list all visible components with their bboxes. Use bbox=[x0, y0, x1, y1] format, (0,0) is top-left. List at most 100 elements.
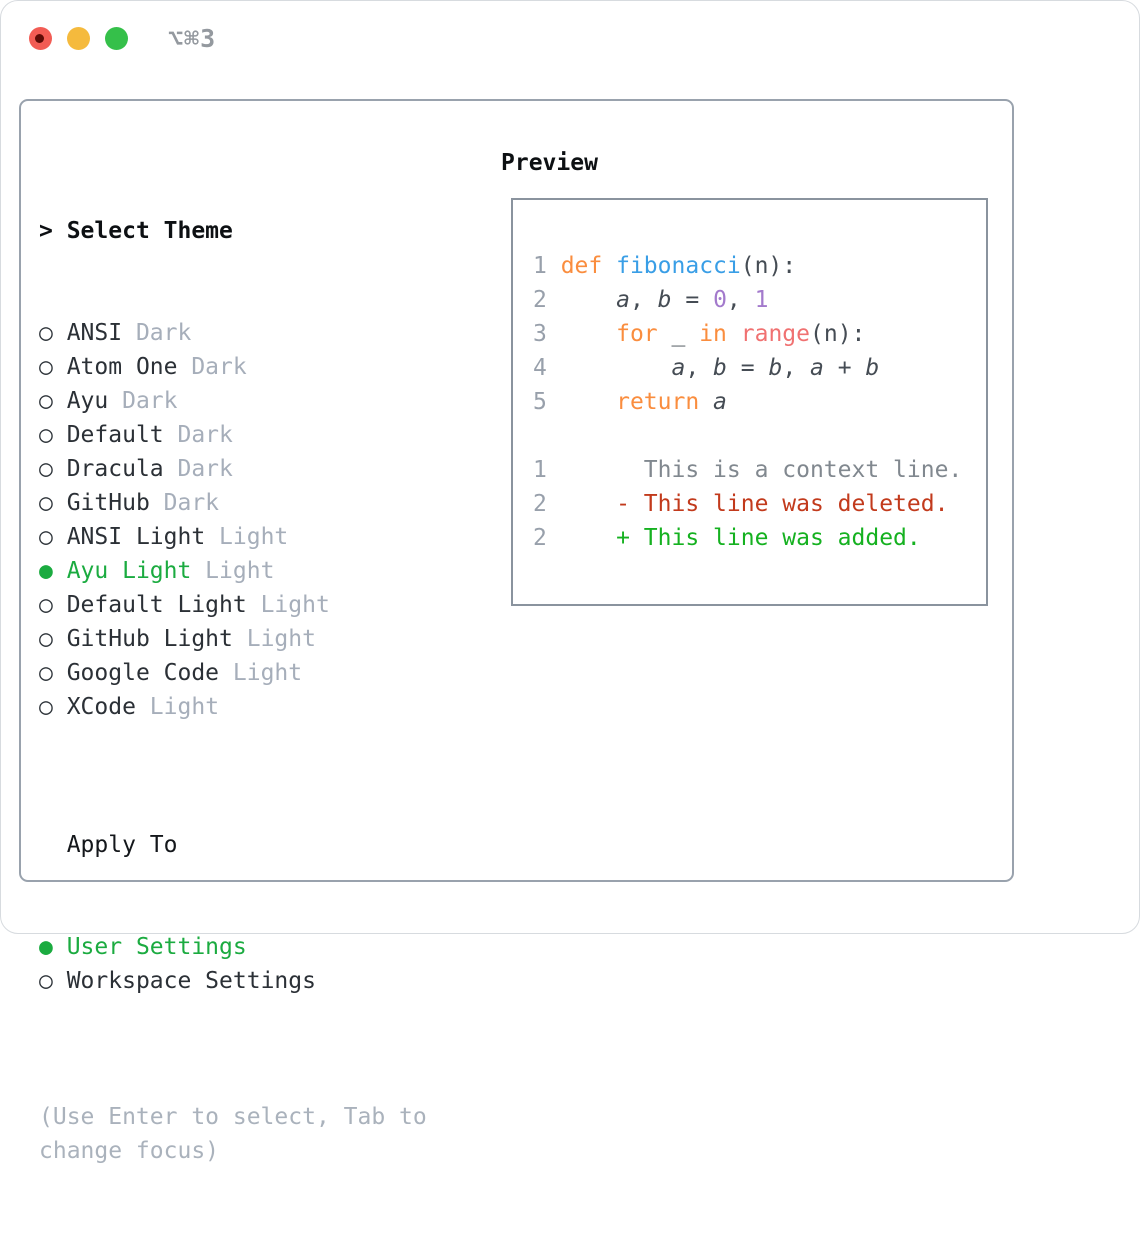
diff-text: + This line was added. bbox=[616, 525, 921, 551]
option-label: User Settings bbox=[66, 934, 247, 960]
theme-selector-column: > Select Theme ○ ANSI Dark○ Atom One Dar… bbox=[39, 146, 489, 1236]
code-token: (n): bbox=[810, 321, 866, 347]
theme-variant-label: Dark bbox=[108, 388, 178, 414]
option-label: Workspace Settings bbox=[66, 968, 316, 994]
blank-line bbox=[533, 419, 976, 453]
titlebar: ⌥⌘3 bbox=[1, 1, 1139, 99]
line-number: 4 bbox=[533, 355, 561, 381]
diff-text: This is a context line. bbox=[616, 457, 963, 483]
code-token: + bbox=[823, 355, 866, 381]
code-token: b bbox=[657, 287, 672, 313]
code-line: 1 def fibonacci(n): bbox=[533, 249, 976, 283]
code-token: (n): bbox=[740, 253, 797, 279]
line-number: 1 bbox=[533, 253, 561, 279]
theme-option[interactable]: ○ ANSI Light Light bbox=[39, 520, 489, 554]
theme-option[interactable]: ○ Ayu Dark bbox=[39, 384, 489, 418]
code-token: , bbox=[726, 287, 755, 313]
option-label: XCode bbox=[66, 694, 136, 720]
theme-variant-label: Dark bbox=[177, 354, 247, 380]
theme-variant-label: Dark bbox=[149, 490, 220, 516]
option-label: Ayu Light bbox=[66, 558, 192, 584]
theme-option[interactable]: ○ ANSI Dark bbox=[39, 316, 489, 350]
theme-option[interactable]: ○ Default Light Light bbox=[39, 588, 489, 622]
diff-preview: 1 This is a context line.2 - This line w… bbox=[533, 453, 976, 555]
code-token: a bbox=[616, 287, 630, 313]
radio-unselected-icon: ○ bbox=[39, 354, 67, 380]
theme-variant-label: Dark bbox=[163, 422, 233, 448]
theme-variant-label: Light bbox=[135, 694, 220, 720]
preview-header: Preview bbox=[501, 150, 598, 176]
option-label: Google Code bbox=[66, 660, 220, 686]
prompt-icon: > bbox=[39, 218, 67, 244]
code-token: = bbox=[726, 355, 769, 381]
apply-to-option[interactable]: ○ Workspace Settings bbox=[39, 964, 489, 998]
theme-option[interactable]: ○ GitHub Light Light bbox=[39, 622, 489, 656]
code-line: 2 a, b = 0, 1 bbox=[533, 283, 976, 317]
apply-to-option[interactable]: ● User Settings bbox=[39, 930, 489, 964]
radio-unselected-icon: ○ bbox=[39, 524, 67, 550]
radio-unselected-icon: ○ bbox=[39, 694, 67, 720]
option-label: Dracula bbox=[66, 456, 164, 482]
code-token: in bbox=[699, 321, 727, 347]
theme-option[interactable]: ○ Dracula Dark bbox=[39, 452, 489, 486]
option-label: Default bbox=[66, 422, 164, 448]
theme-variant-label: Light bbox=[191, 558, 275, 584]
code-token bbox=[561, 355, 672, 381]
option-label: Default Light bbox=[66, 592, 247, 618]
radio-unselected-icon: ○ bbox=[39, 968, 67, 994]
code-token bbox=[561, 321, 616, 347]
theme-option[interactable]: ○ Default Dark bbox=[39, 418, 489, 452]
code-token bbox=[561, 389, 616, 415]
code-token: def bbox=[560, 253, 603, 279]
option-label: Atom One bbox=[66, 354, 178, 380]
theme-variant-label: Light bbox=[246, 592, 330, 618]
radio-unselected-icon: ○ bbox=[39, 320, 67, 346]
theme-option[interactable]: ○ GitHub Dark bbox=[39, 486, 489, 520]
code-token: b bbox=[768, 355, 783, 381]
radio-unselected-icon: ○ bbox=[39, 592, 67, 618]
maximize-button[interactable] bbox=[105, 27, 128, 50]
code-token: , bbox=[629, 287, 658, 313]
code-token: return bbox=[616, 389, 700, 415]
app-window: ⌥⌘3 > Select Theme ○ ANSI Dark○ Atom One… bbox=[0, 0, 1140, 1164]
line-number: 2 bbox=[533, 491, 617, 517]
line-number: 5 bbox=[533, 389, 561, 415]
radio-unselected-icon: ○ bbox=[39, 490, 67, 516]
line-number: 2 bbox=[533, 525, 617, 551]
line-number: 3 bbox=[533, 321, 561, 347]
close-button[interactable] bbox=[29, 27, 52, 50]
code-token: , bbox=[685, 355, 714, 381]
code-token: b bbox=[865, 355, 880, 381]
code-token: a bbox=[671, 355, 686, 381]
theme-option[interactable]: ○ Google Code Light bbox=[39, 656, 489, 690]
apply-to-header: Apply To bbox=[39, 832, 178, 858]
theme-variant-label: Dark bbox=[122, 320, 192, 346]
code-token: 1 bbox=[754, 287, 769, 313]
radio-unselected-icon: ○ bbox=[39, 422, 67, 448]
theme-variant-label: Light bbox=[219, 660, 303, 686]
option-label: Ayu bbox=[66, 388, 109, 414]
radio-unselected-icon: ○ bbox=[39, 456, 67, 482]
code-token: for bbox=[616, 321, 658, 347]
help-line: change focus) bbox=[39, 1138, 220, 1164]
code-token: fibonacci bbox=[616, 253, 741, 279]
code-token bbox=[561, 287, 616, 313]
code-token: b bbox=[713, 355, 727, 381]
record-dot-icon bbox=[35, 34, 44, 43]
theme-option[interactable]: ○ Atom One Dark bbox=[39, 350, 489, 384]
radio-selected-icon: ● bbox=[39, 934, 67, 960]
code-token: range bbox=[740, 321, 810, 347]
theme-variant-label: Dark bbox=[163, 456, 233, 482]
option-label: ANSI Light bbox=[66, 524, 206, 550]
theme-option[interactable]: ● Ayu Light Light bbox=[39, 554, 489, 588]
minimize-button[interactable] bbox=[67, 27, 90, 50]
diff-text: - This line was deleted. bbox=[616, 491, 949, 517]
theme-list-title: Select Theme bbox=[66, 218, 233, 244]
code-line: 3 for _ in range(n): bbox=[533, 317, 976, 351]
theme-option[interactable]: ○ XCode Light bbox=[39, 690, 489, 724]
apply-to-list: ● User Settings○ Workspace Settings bbox=[39, 930, 489, 998]
code-token: a bbox=[713, 389, 727, 415]
